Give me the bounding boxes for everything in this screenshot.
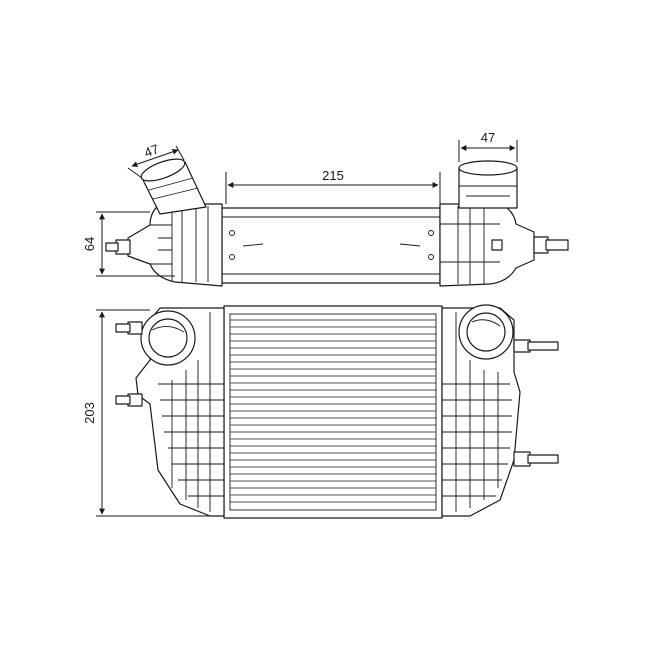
dimension-core-width-label: 215 (322, 168, 344, 183)
left-tank-ribs (158, 312, 224, 512)
front-view (115, 304, 559, 519)
dimension-core-width: 215 (225, 168, 441, 204)
right-tank-ribs (442, 312, 512, 512)
dimension-inlet-diameter: 47 (127, 141, 185, 179)
front-view-core (223, 305, 443, 519)
core-fins (230, 319, 436, 503)
top-view-outlet-pipe (458, 160, 518, 209)
front-view-inlet-port (140, 310, 196, 366)
dimension-outlet-diameter-label: 47 (481, 130, 495, 145)
top-view-inlet-pipe (140, 158, 207, 215)
front-view-outlet-port (458, 304, 514, 360)
top-view-core (221, 207, 441, 284)
dimension-outlet-diameter: 47 (458, 130, 518, 162)
dimension-depth-label: 64 (82, 237, 97, 251)
dimension-inlet-diameter-label: 47 (142, 141, 161, 160)
dimension-height: 203 (82, 309, 210, 517)
dimension-height-label: 203 (82, 402, 97, 424)
top-view (105, 158, 569, 287)
top-view-right-tank (439, 203, 535, 287)
dimension-depth: 64 (82, 211, 175, 277)
top-view-left-tank (127, 203, 223, 287)
